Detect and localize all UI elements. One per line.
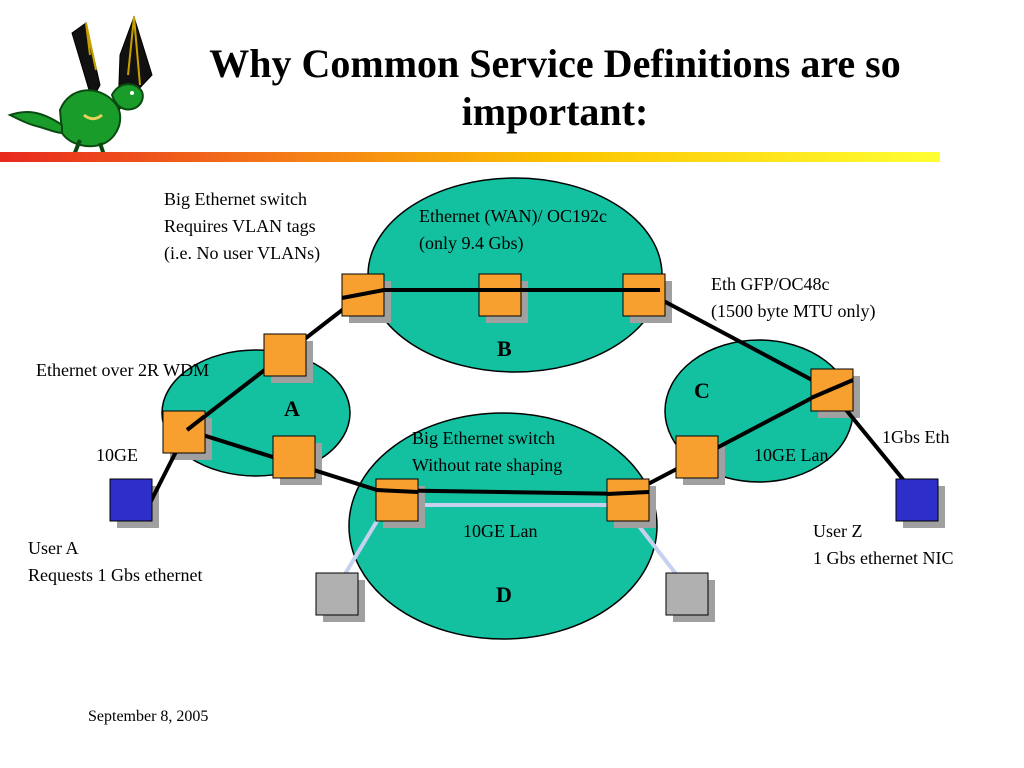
user-a-node	[109, 478, 153, 522]
cloud-label-d: D	[496, 582, 512, 607]
dragon-logo-icon	[7, 15, 153, 155]
cloud-label-c: C	[694, 378, 710, 403]
switch-port	[675, 435, 719, 479]
slide-title: Why Common Service Definitions are so im…	[209, 41, 901, 134]
cloud-label-b: B	[497, 336, 512, 361]
label-1gbs-eth: 1Gbs Eth	[882, 427, 950, 447]
label-10ge-lan-d: 10GE Lan	[463, 521, 538, 541]
switch-port	[606, 478, 650, 522]
cloud-label-a: A	[284, 396, 300, 421]
switch-port	[478, 273, 522, 317]
label-wan-oc192: Ethernet (WAN)/ OC192c (only 9.4 Gbs)	[419, 206, 607, 253]
footer-date: September 8, 2005	[88, 708, 209, 725]
switch-port	[162, 410, 206, 454]
switch-port	[272, 435, 316, 479]
label-10ge-left: 10GE	[96, 445, 138, 465]
user-z-node	[895, 478, 939, 522]
lan-node-left	[315, 572, 359, 616]
label-eth-over-wdm: Ethernet over 2R WDM	[36, 360, 210, 380]
label-gfp-oc48: Eth GFP/OC48c (1500 byte MTU only)	[711, 274, 876, 321]
lan-node-right	[665, 572, 709, 616]
switch-port	[375, 478, 419, 522]
switch-port	[622, 273, 666, 317]
title-underline-bar	[0, 152, 940, 162]
label-10ge-lan-c: 10GE Lan	[754, 445, 829, 465]
cloud-d	[348, 412, 658, 640]
label-user-z: User Z 1 Gbs ethernet NIC	[813, 521, 954, 568]
switch-port	[263, 333, 307, 377]
label-big-switch-no-shaping: Big Ethernet switch Without rate shaping	[412, 428, 563, 475]
label-big-switch-vlan: Big Ethernet switch Requires VLAN tags (…	[164, 189, 321, 263]
label-user-a: User A Requests 1 Gbs ethernet	[28, 538, 203, 585]
